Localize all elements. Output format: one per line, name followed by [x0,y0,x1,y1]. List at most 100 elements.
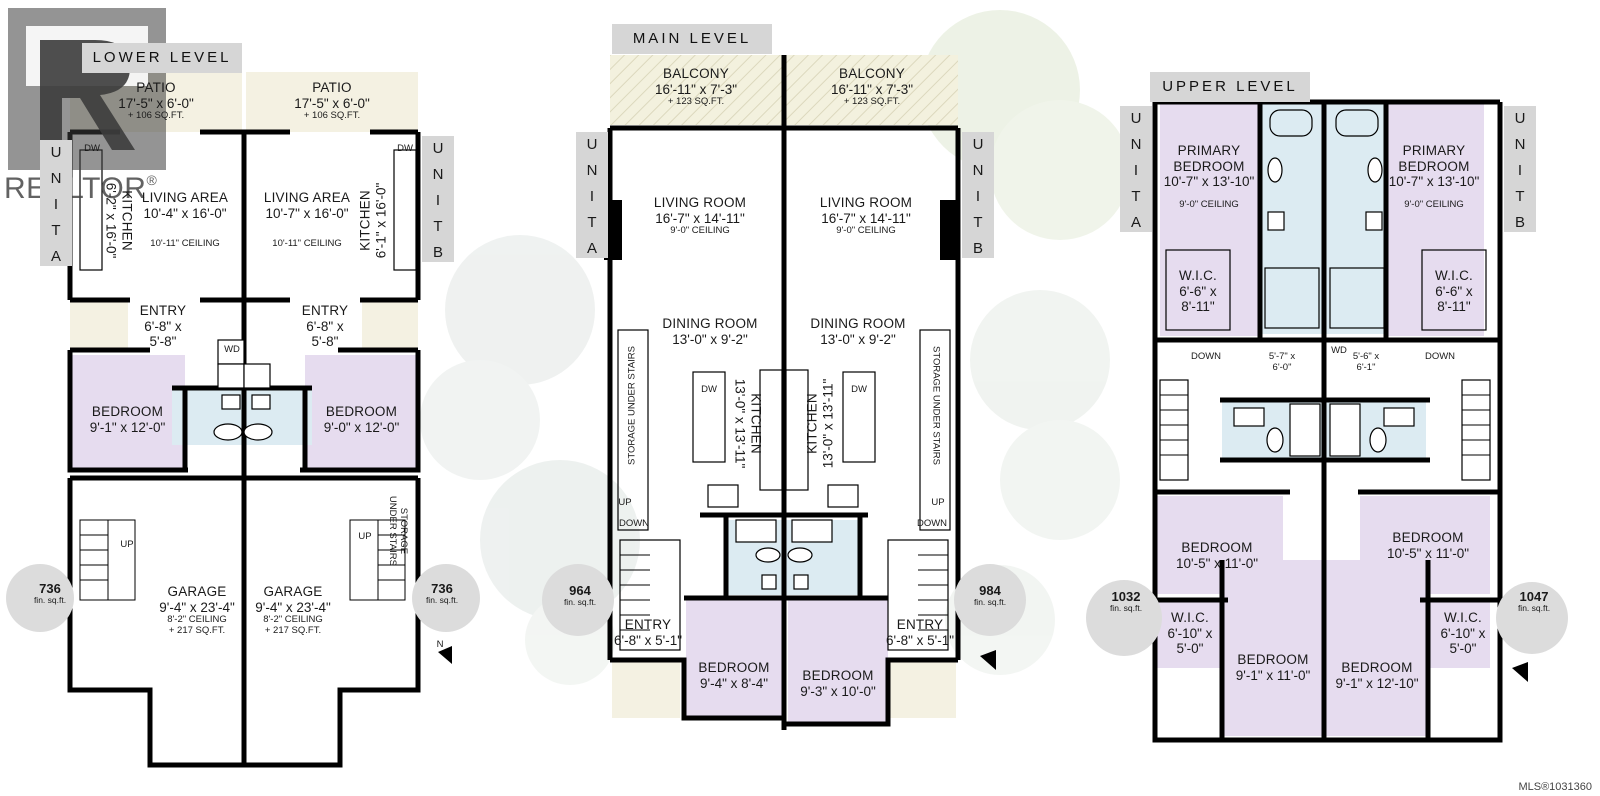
unit-letter: T [973,214,983,231]
upper-laundry-b: 5'-6" x 6'-1" [1346,351,1386,374]
room-dims: 6'-6" x [1179,283,1217,299]
lower-up-b: UP [358,531,372,542]
room-ceiling: 9'-0" CEILING [670,225,730,237]
upper-unit-a-tag: U N I T A [1120,106,1152,232]
upper-bedroom-a2: BEDROOM 9'-1" x 11'-0" [1222,652,1324,683]
upper-down-b: DOWN [1424,351,1456,362]
room-dims: 9'-1" x 11'-0" [1235,667,1311,683]
room-name: ENTRY [896,617,944,632]
upper-washer-dryer: WD [1331,345,1347,356]
fin-unit: fin. sq.ft. [563,597,597,608]
room-name: BEDROOM [325,404,398,419]
room-name: LIVING AREA [263,190,351,205]
room-dims: 10'-5" x 11'-0" [1386,545,1470,561]
room-name: BALCONY [663,66,729,81]
room-name: KITCHEN [748,393,764,454]
realtor-mark: ® [146,172,158,188]
unit-letter: I [1517,162,1523,179]
main-storage-a: STORAGE UNDER STAIRS [626,345,638,465]
unit-letter: N [1514,136,1526,153]
room-name: BEDROOM [1341,660,1413,675]
upper-unit-b-tag: U N I T B [1504,106,1536,232]
room-dims: 5'-7" x [1268,351,1296,362]
lower-garage-b: GARAGE 9'-4" x 23'-4" 8'-2" CEILING + 21… [246,584,340,637]
room-name: LIVING AREA [141,190,229,205]
unit-letter: B [432,244,443,261]
room-dims: 16'-7" x 14'-11" [655,210,745,226]
storage-line2: UNDER STAIRS [387,495,398,566]
main-unit-b-tag: U N I T B [962,132,994,258]
room-dims: 5'-8" [149,334,177,350]
room-dims: 10'-7" x 13'-10" [1163,174,1255,190]
unit-letter: U [432,140,444,157]
unit-letter: A [50,248,61,265]
stair-treads-lower [80,534,405,581]
unit-letter: N [586,162,598,179]
room-dims: 16'-11" x 7'-3" [830,81,914,97]
room-name: BEDROOM [802,668,874,683]
lower-patio-b: PATIO 17'-5" x 6'-0" + 106 SQ.FT. [246,80,418,122]
room-dims: 9'-1" x 12'-10" [1335,675,1419,691]
lower-level-title: LOWER LEVEL [82,43,242,73]
room-dims: 10'-7" x 16'-0" [265,205,349,221]
room-dims: 10'-7" x 13'-10" [1388,174,1480,190]
room-dims: 5'-0" [1176,641,1204,657]
unit-letter: I [435,192,441,209]
room-name: ENTRY [624,617,672,632]
unit-letter: N [432,166,444,183]
unit-letter: T [51,222,61,239]
lower-living-b: LIVING AREA 10'-7" x 16'-0" 10'-11" CEIL… [252,190,362,250]
lower-fin-sqft-b: 736 fin. sq.ft. [412,581,472,606]
room-name: ENTRY [301,303,349,318]
room-dims: 17'-5" x 6'-0" [294,95,370,111]
room-name: BEDROOM [1392,530,1464,545]
lower-garage-a: GARAGE 9'-4" x 23'-4" 8'-2" CEILING + 21… [150,584,244,637]
unit-letter: U [50,144,62,161]
room-dims: 16'-7" x 14'-11" [821,210,911,226]
upper-fin-sqft-a: 1032 fin. sq.ft. [1096,589,1156,614]
room-name: PATIO [136,80,176,95]
lower-unit-b-tag: U N I T B [422,136,454,262]
room-dims: 6'-1" x 16'-0" [373,182,388,259]
upper-fin-sqft-b: 1047 fin. sq.ft. [1504,589,1564,614]
fin-value: 1032 [1111,589,1141,604]
room-dims: 5'-6" x [1352,351,1380,362]
room-ceiling: 10'-11" CEILING [150,238,220,250]
main-entry-b: ENTRY 6'-8" x 5'-1" [884,617,956,648]
main-balcony-b: BALCONY 16'-11" x 7'-3" + 123 SQ.FT. [786,66,958,108]
room-dims: 10'-4" x 16'-0" [143,205,227,221]
upper-wic-b: W.I.C. 6'-6" x 8'-11" [1422,268,1486,315]
unit-letter: I [53,196,59,213]
room-dims: 9'-0" x 12'-0" [323,419,400,435]
main-balcony-a: BALCONY 16'-11" x 7'-3" + 123 SQ.FT. [610,66,782,108]
upper-primary-a: PRIMARY BEDROOM 10'-7" x 13'-10" 9'-0" C… [1160,143,1258,210]
main-dishwasher-b: DW [851,384,867,395]
room-ceiling: 8'-2" CEILING [167,614,227,626]
room-dims: 6'-6" x [1435,283,1473,299]
room-name: KITCHEN [804,393,820,454]
upper-bedroom-b2: BEDROOM 9'-1" x 12'-10" [1326,660,1428,691]
main-down-b: DOWN [916,518,948,529]
fin-value: 984 [979,583,1001,598]
room-dims: 9'-4" x 23'-4" [159,599,235,615]
upper-wic2-b: W.I.C. 6'-10" x 5'-0" [1430,610,1496,657]
lower-living-a: LIVING AREA 10'-4" x 16'-0" 10'-11" CEIL… [130,190,240,250]
north-arrow-label: N [436,639,444,650]
room-ceiling: 8'-2" CEILING [263,614,323,626]
room-ceiling: 9'-0" CEILING [1404,198,1464,210]
room-dims: 9'-4" x 8'-4" [699,675,768,691]
main-up-a: UP [618,497,632,508]
room-name: PRIMARY [1177,143,1241,158]
lower-fin-sqft-a: 736 fin. sq.ft. [20,581,80,606]
fin-value: 736 [39,581,61,596]
lower-bedroom-a: BEDROOM 9'-1" x 12'-0" [70,404,185,435]
upper-level-title: UPPER LEVEL [1150,72,1310,102]
room-dims: 9'-4" x 23'-4" [255,599,331,615]
upper-level-plan [1086,99,1568,743]
fin-unit: fin. sq.ft. [973,597,1007,608]
unit-letter: U [1130,110,1142,127]
room-dims: 17'-5" x 6'-0" [118,95,194,111]
main-dining-b: DINING ROOM 13'-0" x 9'-2" [788,316,928,347]
unit-letter: U [586,136,598,153]
room-name: KITCHEN [357,190,373,251]
